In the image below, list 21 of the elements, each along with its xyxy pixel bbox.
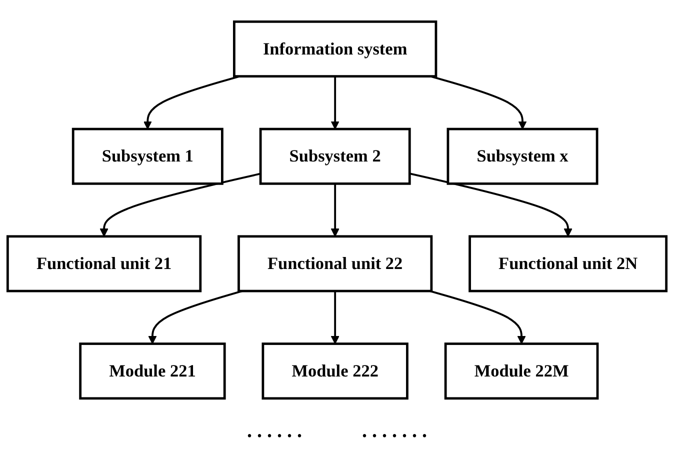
node-box: Module 222 xyxy=(262,342,408,400)
node-box: Information system xyxy=(233,20,438,78)
node-box: Subsystem 1 xyxy=(72,128,224,185)
arrow xyxy=(100,172,261,237)
arrow xyxy=(143,75,240,130)
node-box: Functional unit 2N xyxy=(468,235,668,292)
arrow xyxy=(148,290,242,344)
node-box: Functional unit 22 xyxy=(238,235,433,292)
node-box: Functional unit 21 xyxy=(6,235,202,292)
node-box: Module 221 xyxy=(79,342,226,400)
arrow xyxy=(330,76,340,130)
arrow xyxy=(430,290,526,344)
node-box: Module 22M xyxy=(444,342,599,400)
node-box: Subsystem 2 xyxy=(259,128,411,185)
arrow xyxy=(330,291,340,344)
ellipsis-dots: . . . . . . xyxy=(247,420,302,444)
arrow xyxy=(409,172,572,237)
arrow xyxy=(430,75,527,130)
ellipsis-dots: . . . . . . . xyxy=(362,420,427,444)
arrow xyxy=(330,184,340,237)
node-box: Subsystem x xyxy=(446,128,598,185)
